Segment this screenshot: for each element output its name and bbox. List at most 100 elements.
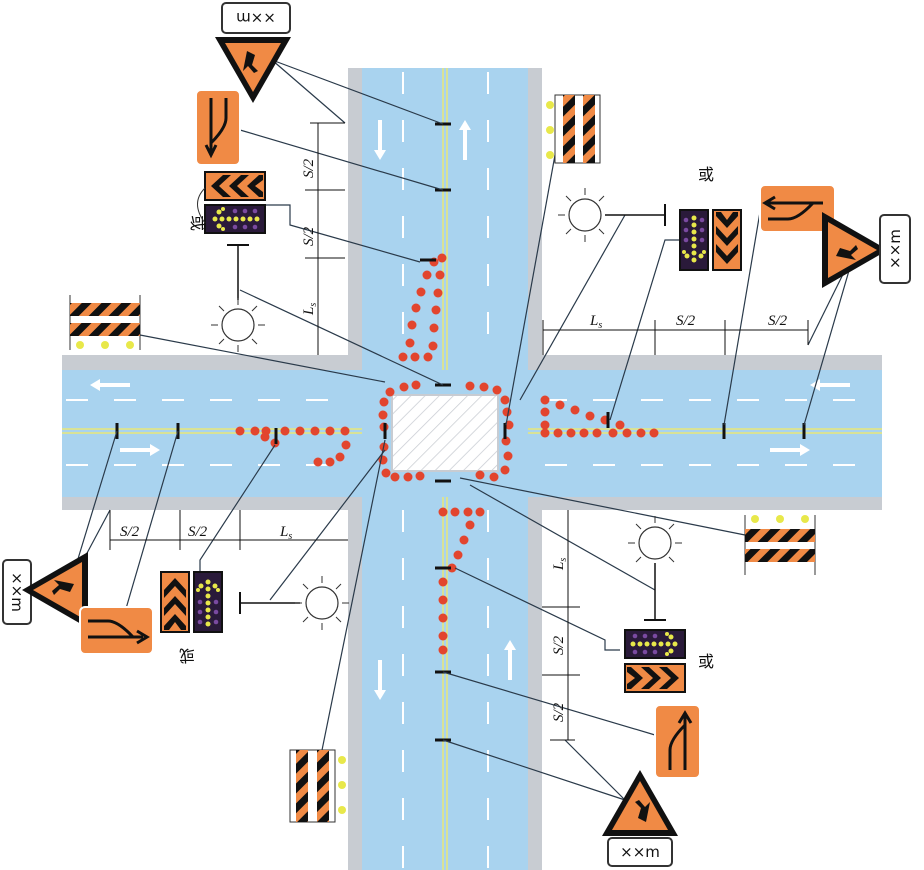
traffic-cone bbox=[475, 470, 485, 480]
north-signs: ××m 或 bbox=[188, 2, 291, 353]
warning-light-icon bbox=[627, 515, 683, 571]
lane-lines bbox=[66, 72, 880, 870]
traffic-cone bbox=[335, 452, 345, 462]
curb bbox=[348, 497, 362, 870]
arrow-board bbox=[679, 209, 709, 271]
svg-text:××m: ××m bbox=[620, 843, 660, 861]
traffic-cone bbox=[438, 631, 448, 641]
traffic-cone bbox=[465, 520, 475, 530]
svg-text:××m: ××m bbox=[236, 9, 276, 27]
dimension-label-ls: Ls bbox=[301, 303, 319, 316]
leader-lines bbox=[69, 59, 856, 801]
dimension-label-ls: Ls bbox=[589, 313, 602, 331]
traffic-cone bbox=[438, 577, 448, 587]
traffic-cone bbox=[450, 507, 460, 517]
svg-text:××m: ××m bbox=[886, 229, 904, 269]
dimension-lines bbox=[109, 122, 809, 741]
traffic-cone bbox=[475, 507, 485, 517]
arrow-board bbox=[204, 204, 266, 234]
traffic-cone bbox=[379, 397, 389, 407]
traffic-cone bbox=[465, 381, 475, 391]
traffic-cone bbox=[438, 507, 448, 517]
traffic-cone bbox=[503, 451, 513, 461]
traffic-cone bbox=[615, 420, 625, 430]
curb bbox=[528, 355, 882, 370]
traffic-cone bbox=[423, 352, 433, 362]
traffic-cone bbox=[378, 410, 388, 420]
traffic-cone bbox=[433, 288, 443, 298]
curb bbox=[62, 355, 362, 370]
traffic-cone bbox=[411, 303, 421, 313]
traffic-cone bbox=[429, 323, 439, 333]
barricade bbox=[546, 94, 601, 164]
traffic-cone bbox=[555, 400, 565, 410]
dimension-label-ls: Ls bbox=[279, 524, 292, 542]
traffic-cone bbox=[435, 270, 445, 280]
traffic-cone bbox=[280, 426, 290, 436]
curb bbox=[528, 497, 542, 870]
curb bbox=[348, 68, 362, 370]
dimension-label-s-half: S/2 bbox=[301, 226, 317, 246]
traffic-cone bbox=[592, 428, 602, 438]
chevron-board bbox=[624, 663, 686, 693]
traffic-cone bbox=[500, 395, 510, 405]
warning-light-icon bbox=[557, 187, 613, 243]
traffic-cone bbox=[447, 563, 457, 573]
traffic-cone bbox=[431, 305, 441, 315]
traffic-cone bbox=[407, 320, 417, 330]
or-label: 或 bbox=[698, 165, 714, 184]
dimension-label-s-half: S/2 bbox=[551, 635, 567, 655]
traffic-cone bbox=[608, 428, 618, 438]
traffic-cone bbox=[438, 595, 448, 605]
traffic-cone bbox=[428, 341, 438, 351]
traffic-cone bbox=[415, 471, 425, 481]
dimension-label-ls: Ls bbox=[551, 558, 569, 571]
dimension-label-s-half: S/2 bbox=[676, 313, 696, 329]
dimension-label-s-half: S/2 bbox=[120, 524, 140, 540]
traffic-cone bbox=[459, 535, 469, 545]
traffic-cone bbox=[453, 550, 463, 560]
traffic-cone bbox=[341, 440, 351, 450]
chevron-board bbox=[204, 171, 266, 201]
traffic-cone bbox=[390, 472, 400, 482]
traffic-cone bbox=[385, 387, 395, 397]
roadwork-warning-triangle bbox=[822, 212, 888, 288]
traffic-cone bbox=[250, 426, 260, 436]
traffic-cone bbox=[570, 405, 580, 415]
dimension-label-s-half: S/2 bbox=[188, 524, 208, 540]
lane-closure-sign bbox=[759, 184, 836, 233]
or-label: 或 bbox=[188, 215, 207, 231]
traffic-cone bbox=[540, 407, 550, 417]
traffic-cone bbox=[553, 428, 563, 438]
traffic-cone bbox=[463, 507, 473, 517]
traffic-cone bbox=[310, 426, 320, 436]
traffic-cone bbox=[313, 457, 323, 467]
dimension-label-s-half: S/2 bbox=[301, 158, 317, 178]
barricade bbox=[744, 515, 816, 575]
svg-text:××m: ××m bbox=[8, 572, 26, 612]
distance-plate: ××m bbox=[879, 214, 911, 284]
traffic-cone bbox=[325, 457, 335, 467]
traffic-cone bbox=[492, 385, 502, 395]
traffic-cone bbox=[438, 613, 448, 623]
chevron-board bbox=[712, 209, 742, 271]
traffic-cone bbox=[295, 426, 305, 436]
traffic-cone bbox=[399, 382, 409, 392]
traffic-cone bbox=[622, 428, 632, 438]
traffic-cone bbox=[540, 428, 550, 438]
direction-arrows bbox=[90, 120, 850, 700]
warning-light-icon bbox=[210, 297, 266, 353]
traffic-cone bbox=[437, 253, 447, 263]
traffic-cone bbox=[410, 352, 420, 362]
traffic-cone bbox=[235, 426, 245, 436]
dimension-label-s-half: S/2 bbox=[551, 702, 567, 722]
or-label: 或 bbox=[698, 652, 714, 671]
traffic-cone bbox=[403, 472, 413, 482]
traffic-cone bbox=[540, 420, 550, 430]
traffic-cone bbox=[489, 472, 499, 482]
road-network bbox=[62, 68, 882, 870]
traffic-cone bbox=[500, 465, 510, 475]
lane-closure-sign bbox=[79, 606, 154, 655]
lane-closure-sign bbox=[195, 89, 241, 166]
